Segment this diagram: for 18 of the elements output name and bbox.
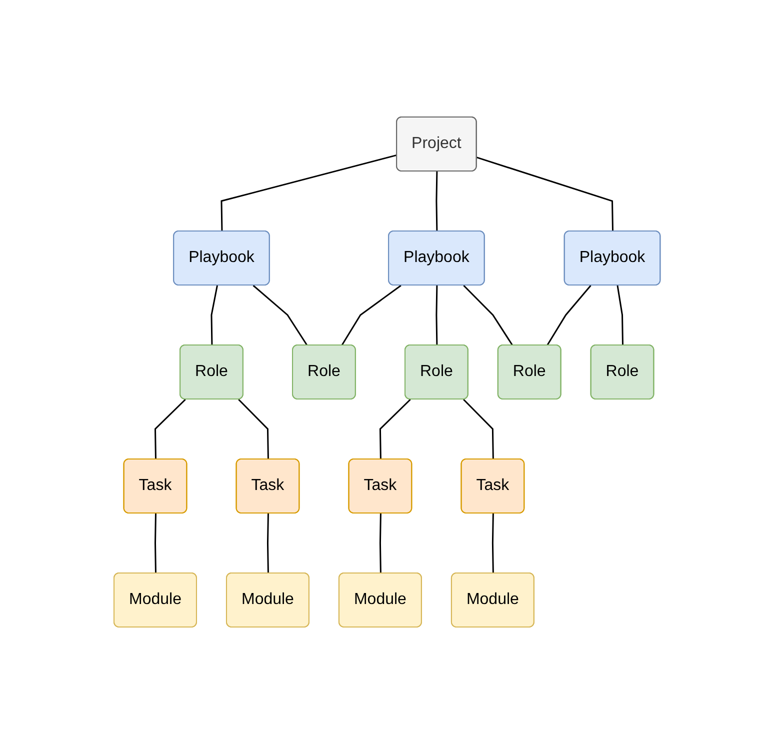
connector: [211, 285, 218, 346]
connector: [477, 156, 614, 232]
connector: [267, 513, 270, 574]
connector: [380, 513, 382, 574]
connector: [617, 285, 624, 346]
connector: [342, 284, 402, 346]
connector: [380, 398, 412, 460]
connector: [492, 513, 494, 574]
connector: [546, 285, 592, 346]
connector: [463, 398, 494, 460]
connector: [221, 154, 398, 232]
connector: [464, 284, 514, 346]
connector: [154, 398, 186, 460]
connector: [238, 398, 270, 460]
connector: [154, 513, 157, 574]
connector: [436, 285, 438, 346]
connector: [253, 284, 308, 346]
connector: [436, 171, 438, 232]
